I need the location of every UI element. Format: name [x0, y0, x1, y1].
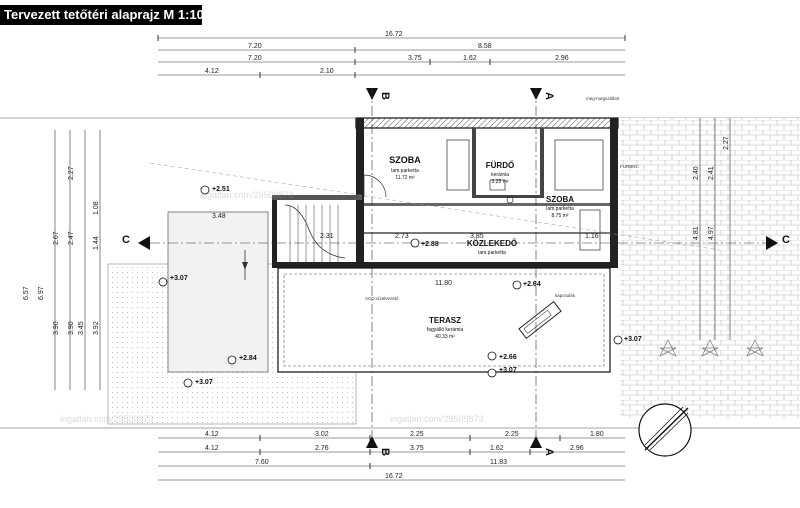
watermark-3: ingatlan.com/29509873: [390, 414, 484, 424]
dim-bottom-3a: 7.60: [255, 459, 269, 466]
dim-bottom-1b: 3.02: [315, 431, 329, 438]
level-label-2: +3.07: [170, 275, 188, 282]
dim-left-v0: 2.27: [68, 166, 75, 180]
dim-overall-top: 16.72: [385, 31, 403, 38]
level-label-9: +3.07: [624, 336, 642, 343]
note-1: meg-megszállott: [586, 96, 620, 101]
dim-left-v5: 6.57: [23, 286, 30, 300]
building-walls: [272, 117, 619, 268]
dim-small-3: 3.85: [470, 233, 484, 240]
dim-left-v10: 3.92: [93, 321, 100, 335]
level-marker-symbols: [158, 185, 623, 388]
room-floor-szoba-1: lam.parketta: [391, 168, 419, 174]
room-floor-furdo: kerámia: [491, 172, 509, 178]
dimension-lines: [54, 35, 731, 481]
section-c-right: C: [782, 234, 790, 246]
watermark-1: ingatlan.com/29509873: [200, 190, 294, 200]
level-label-5: +2.84: [239, 355, 257, 362]
dim-bottom-1a: 4.12: [205, 431, 219, 438]
staircase: [284, 204, 346, 262]
dim-right-v2: 4.81: [693, 226, 700, 240]
dim-bottom-2a: 4.12: [205, 445, 219, 452]
room-floor-szoba-2: lam.parketta: [546, 206, 574, 212]
room-area-furdo: 3.25 m²: [492, 179, 509, 185]
section-a-bottom: A: [543, 448, 555, 456]
room-name-szoba-1: SZOBA: [389, 155, 421, 165]
note-3: ACO vízelvezető: [365, 296, 399, 301]
room-area-szoba-2: 8.75 m²: [552, 213, 569, 219]
dim-left-v1: 2.67: [53, 231, 60, 245]
dim-overall-bottom: 16.72: [385, 473, 403, 480]
dim-left-v6: 6.97: [38, 286, 45, 300]
plant-symbols: [659, 339, 764, 357]
dim-terrace-width: 11.80: [435, 280, 452, 287]
dim-top-1a: 7.20: [248, 43, 262, 50]
dim-right-v1: 2.41: [708, 166, 715, 180]
dim-left-v9: 3.45: [78, 321, 85, 335]
dim-bottom-2b: 2.76: [315, 445, 329, 452]
room-name-furdo: FÜRDŐ: [486, 161, 514, 170]
dim-left-area: 3.48: [212, 213, 226, 220]
dim-right-v4: 2.27: [723, 136, 730, 150]
section-markers: [138, 88, 778, 448]
north-arrow-icon: [638, 403, 692, 457]
dim-right-v3: 4.97: [708, 226, 715, 240]
dim-small-2: 2.31: [320, 233, 334, 240]
room-floor-kozlekedo: lam.parketta: [478, 250, 506, 256]
room-name-terasz: TERASZ: [429, 316, 461, 325]
dim-bottom-1e: 1.80: [590, 431, 604, 438]
note-4: kapcsolás: [555, 293, 576, 298]
level-label-4: +2.64: [523, 281, 541, 288]
dim-small-4: 1.16: [585, 233, 599, 240]
section-b-bottom: B: [379, 448, 391, 456]
dim-left-v3: 1.08: [93, 201, 100, 215]
dim-bottom-2c: 3.75: [410, 445, 424, 452]
dim-top-3b: 2.10: [320, 68, 334, 75]
dim-bottom-2d: 1.62: [490, 445, 504, 452]
dim-bottom-1c: 2.25: [410, 431, 424, 438]
room-name-szoba-2: SZOBA: [546, 195, 574, 204]
room-floor-terasz: fagyálló kerámia: [427, 327, 464, 333]
dim-small-1: 2.73: [395, 233, 409, 240]
paving-area: [620, 118, 800, 418]
level-label-7: +2.66: [499, 354, 517, 361]
lower-roof-area: [167, 211, 269, 373]
dim-top-2d: 2.96: [555, 55, 569, 62]
section-c-left: C: [122, 234, 130, 246]
dim-left-v2: 2.47: [68, 231, 75, 245]
dim-bottom-1d: 2.25: [505, 431, 519, 438]
dim-left-v7: 3.90: [53, 321, 60, 335]
room-area-terasz: 40.33 m²: [435, 334, 455, 340]
dim-top-2b: 3.75: [408, 55, 422, 62]
dim-top-2a: 7.20: [248, 55, 262, 62]
drawing-title: Tervezett tetőtéri alaprajz M 1:100: [0, 5, 211, 25]
dim-left-v8: 3.90: [68, 321, 75, 335]
terrace: [277, 267, 611, 373]
room-area-szoba-1: 11.72 m²: [395, 175, 415, 181]
dim-left-v4: 1.44: [93, 236, 100, 250]
dim-top-2c: 1.62: [463, 55, 477, 62]
level-label-8: +3.07: [499, 367, 517, 374]
dim-bottom-2e: 2.96: [570, 445, 584, 452]
dim-top-3a: 4.12: [205, 68, 219, 75]
dim-right-v0: 2.40: [693, 166, 700, 180]
section-b-top: B: [379, 92, 391, 100]
level-label-1: +2.51: [212, 186, 230, 193]
note-2: FURBNC: [620, 164, 639, 169]
level-label-6: +3.07: [195, 379, 213, 386]
watermark-2: ingatlan.com/29509873: [60, 414, 154, 424]
dim-top-1b: 8.58: [478, 43, 492, 50]
room-name-kozlekedo: KÖZLEKEDŐ: [467, 239, 517, 248]
dim-bottom-3b: 11.83: [490, 459, 507, 466]
level-label-3: +2.88: [421, 241, 439, 248]
section-a-top: A: [543, 92, 555, 100]
